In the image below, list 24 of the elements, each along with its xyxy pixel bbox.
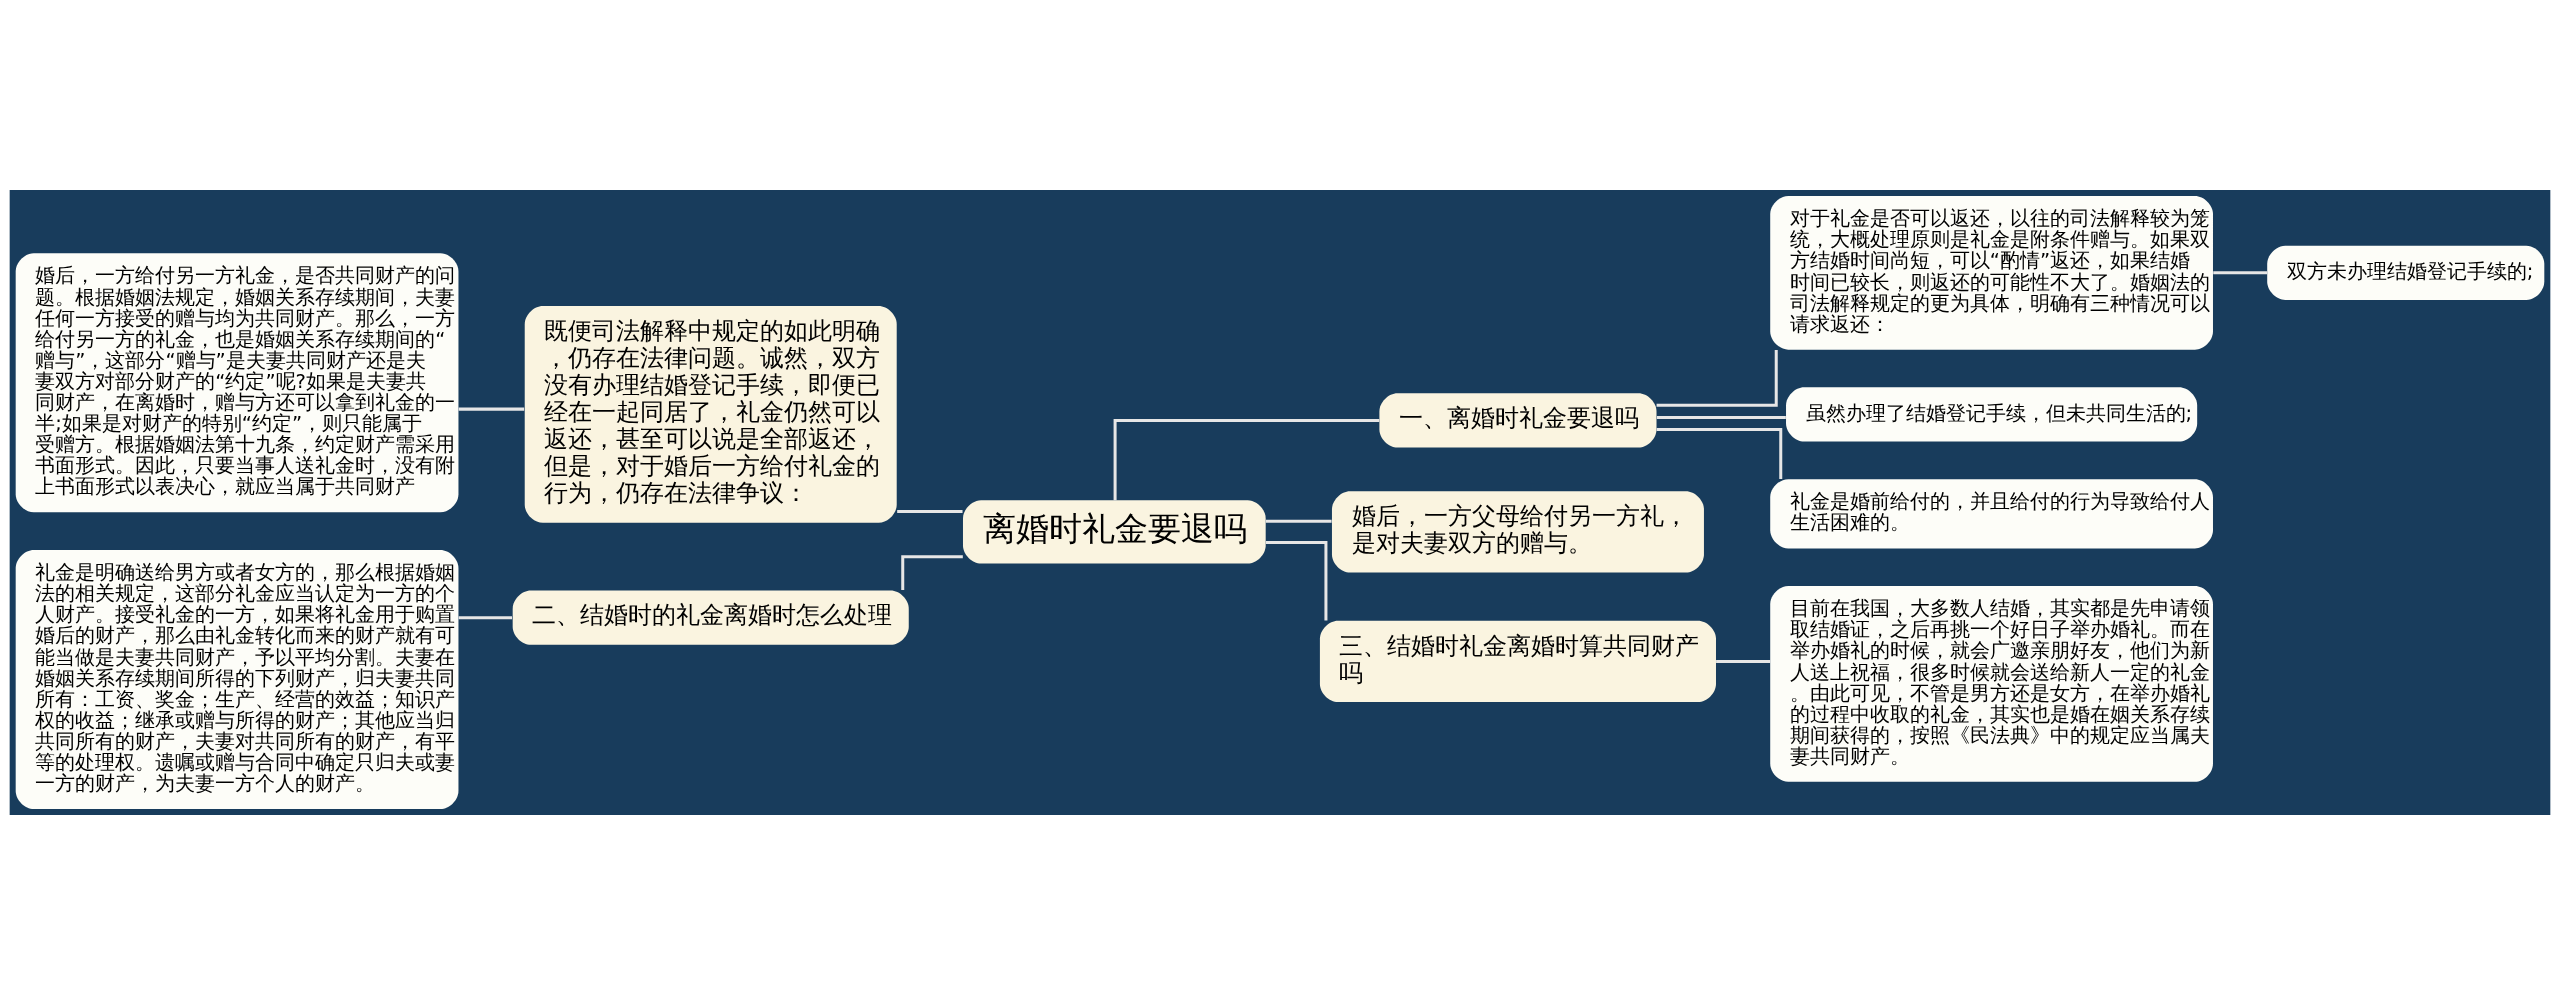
connector <box>1656 427 1783 479</box>
node-box: 二、结婚时的礼金离婚时怎么处理 <box>512 590 909 645</box>
node-box: 对于礼金是否可以返还，以往的司法解释较为笼统，大概处理原则是礼金是附条件赠与。如果双方结婚时间尚短，可以“酌情”返还，如果结婚时间已较长，则返还的可能性不大了。婚姻法的司法解释规定的更为具体，明确有三种情况可以请求返还： <box>1770 195 2213 350</box>
node-box: 三、结婚时礼金离婚时算共同财产吗 <box>1319 620 1716 702</box>
connector <box>1716 659 1771 663</box>
connector <box>1265 519 1332 523</box>
node-box: 婚后，一方父母给付另一方礼，是对夫妻双方的赠与。 <box>1331 490 1704 573</box>
connector <box>1113 418 1380 500</box>
connector <box>458 407 525 411</box>
node-box: 婚后，一方给付另一方礼金，是否共同财产的问题。根据婚姻法规定，婚姻关系存续期间，夫妻任何一方接受的赠与均为共同财产。那么，一方给付另一方的礼金，也是婚姻关系存续期间的“赠与”，这部分“赠与”是夫妻共同财产还是夫妻双方对部分财产的“约定”呢?如果是夫妻共同财产，在离婚时，赠与方还可以拿到礼金的一半;如果是对财产的特别“约定”，则只能属于受赠方。根据婚姻法第十九条，约定财产需采用书面形式。因此，只要当事人送礼金时，没有附上书面形式以表决心，就应当属于共同财产 <box>15 252 459 512</box>
node-box: 目前在我国，大多数人结婚，其实都是先申请领取结婚证，之后再挑一个好日子举办婚礼。而在举办婚礼的时候，就会广邀亲朋好友，他们为新人送上祝福，很多时候就会送给新人一定的礼金。由此可见，不管是男方还是女方，在举办婚礼的过程中收取的礼金，其实也是婚在姻关系存续期间获得的，按照《民法典》中的规定应当属夫妻共同财产。 <box>1770 585 2213 782</box>
node-box: 一、离婚时礼金要退吗 <box>1379 392 1657 448</box>
connector <box>2213 270 2267 274</box>
connector <box>1656 349 1778 407</box>
node-box: 礼金是明确送给男方或者女方的，那么根据婚姻法的相关规定，这部分礼金应当认定为一方的个人财产。接受礼金的一方，如果将礼金用于购置婚后的财产，那么由礼金转化而来的财产就有可能当做是夫妻共同财产，予以平均分割。夫妻在婚姻关系存续期间所得的下列财产，归夫妻共同所有：工资、奖金；生产、经营的效益；知识产权的收益；继承或赠与所得的财产；其他应当归共同所有的财产，夫妻对共同所有的财产，有平等的处理权。遗嘱或赠与合同中确定只归夫或妻一方的财产，为夫妻一方个人的财产。 <box>15 549 459 809</box>
node-box: 离婚时礼金要退吗 <box>963 499 1266 563</box>
node-box: 双方未办理结婚登记手续的; <box>2267 245 2545 300</box>
node-box: 礼金是婚前给付的，并且给付的行为导致给付人生活困难的。 <box>1770 478 2213 548</box>
node-box: 虽然办理了结婚登记手续，但未共同生活的; <box>1786 386 2198 441</box>
connector <box>1265 540 1328 620</box>
node-box: 既便司法解释中规定的如此明确，仍存在法律问题。诚然，双方没有办理结婚登记手续，即便已经在一起同居了，礼金仍然可以返还，甚至可以说是全部返还，但是，对于婚后一方给付礼金的行为，仍存在法律争议： <box>524 305 897 523</box>
connector <box>897 509 963 513</box>
connector <box>1656 415 1786 419</box>
connector <box>458 615 513 619</box>
